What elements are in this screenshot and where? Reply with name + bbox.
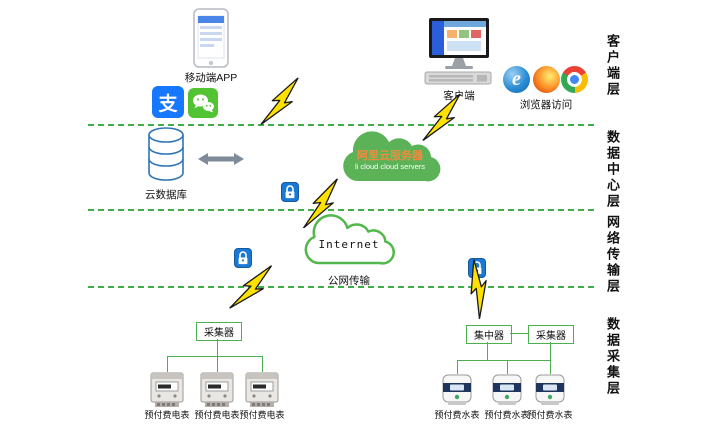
lock-icon — [281, 182, 299, 202]
concentrator-box: 集中器 — [466, 325, 512, 344]
connector-line — [167, 356, 263, 357]
chrome-browser-icon — [561, 66, 588, 93]
layer-divider — [88, 286, 594, 288]
connector-line — [217, 339, 218, 356]
browser-access-label: 浏览器访问 — [519, 99, 573, 111]
connector-line — [457, 360, 458, 374]
electric-meter-label: 预付费电表 — [144, 410, 190, 420]
desktop-computer-icon — [423, 16, 495, 91]
connector-line — [550, 360, 551, 374]
water-meter-label: 预付费水表 — [527, 410, 573, 420]
electric-meter-label: 预付费电表 — [194, 410, 240, 420]
cloud-db-label: 云数据库 — [145, 189, 187, 201]
layer-divider — [88, 124, 594, 126]
electric-meter-label: 预付费电表 — [239, 410, 285, 420]
ali-cloud-title: 阿里云服务器 — [357, 150, 423, 162]
lightning-bolt-icon — [453, 256, 505, 320]
database-icon — [146, 126, 186, 189]
connector-line — [550, 342, 551, 360]
connector-line — [487, 342, 488, 360]
electric-meter-icon — [245, 372, 279, 413]
connector-line — [217, 356, 218, 372]
alipay-icon: 支 — [152, 86, 184, 118]
connector-line — [262, 356, 263, 372]
double-arrow-icon — [198, 152, 244, 171]
mobile-app-label: 移动端APP — [184, 72, 238, 84]
public-net-label: 公网传输 — [328, 275, 370, 287]
collector-box-left: 采集器 — [196, 322, 242, 341]
electric-meter-icon — [150, 372, 184, 413]
connector-line — [510, 333, 528, 334]
layer-divider — [88, 209, 594, 211]
lightning-bolt-icon — [228, 256, 278, 319]
layer-label-datacenter: 数据中心层 — [605, 130, 620, 210]
internet-cloud-icon: Internet — [290, 214, 408, 270]
water-meter-icon — [490, 374, 524, 411]
lock-icon — [234, 248, 252, 268]
ali-cloud-subtitle: li cloud cloud servers — [354, 162, 426, 171]
electric-meter-icon — [200, 372, 234, 413]
wechat-icon — [188, 88, 218, 123]
mobile-phone-icon — [193, 8, 229, 73]
layer-label-collection: 数据采集层 — [605, 317, 620, 397]
water-meter-label: 预付费水表 — [484, 410, 530, 420]
firefox-browser-icon — [533, 66, 560, 93]
connector-line — [167, 356, 168, 372]
water-meter-icon — [440, 374, 474, 411]
concentrator-label: 集中器 — [474, 331, 504, 342]
connector-line — [507, 360, 508, 374]
ie-browser-icon: e — [503, 66, 530, 93]
lightning-bolt-icon — [302, 173, 345, 235]
ali-cloud-icon: 阿里云服务器 li cloud cloud servers — [325, 127, 455, 189]
water-meter-icon — [533, 374, 567, 411]
collector-left-label: 采集器 — [204, 328, 234, 339]
collector-box-right: 采集器 — [528, 325, 574, 344]
alipay-glyph: 支 — [158, 93, 178, 115]
lightning-bolt-icon — [421, 87, 467, 150]
lightning-bolt-icon — [259, 71, 305, 134]
layer-label-client: 客户端层 — [605, 34, 620, 98]
layer-label-network: 网络传输层 — [605, 215, 620, 295]
internet-label: Internet — [318, 238, 380, 251]
connector-line — [457, 360, 551, 361]
water-meter-label: 预付费水表 — [434, 410, 480, 420]
collector-right-label: 采集器 — [536, 331, 566, 342]
